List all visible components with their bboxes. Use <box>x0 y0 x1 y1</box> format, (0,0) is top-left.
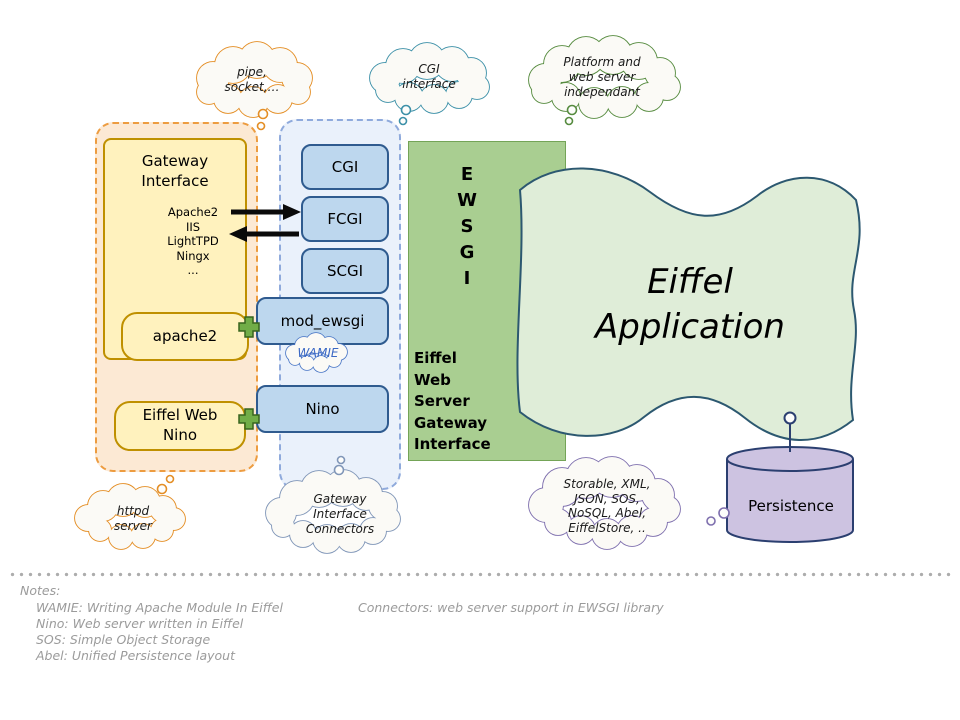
notes-connectors: Connectors: web server support in EWSGI … <box>358 600 664 615</box>
cloud-gateway-connectors-text: Gateway Interface Connectors <box>305 492 375 536</box>
persistence-label: Persistence <box>748 497 834 515</box>
cloud-cgi-interface-text: CGI interface <box>402 62 456 91</box>
thought-trail-pipe-icon <box>256 108 269 131</box>
persistence-connector-pin <box>783 411 797 452</box>
cloud-pipe-socket-text: pipe, socket,… <box>224 65 280 94</box>
apache2-label: apache2 <box>152 327 218 345</box>
cloud-platform-text: Platform and web server independant <box>563 55 641 99</box>
cgi-label: CGI <box>331 158 359 176</box>
thought-trail-cgi-icon <box>398 104 412 126</box>
cgi-connector-box <box>301 144 389 190</box>
thought-trail-httpd-icon <box>156 474 175 495</box>
notes-separator <box>8 572 954 577</box>
fcgi-connector-box <box>301 196 389 242</box>
fcgi-label: FCGI <box>327 210 363 228</box>
cloud-storage-backends-text: Storable, XML, JSON, SOS, NoSQL, Abel, E… <box>563 477 651 535</box>
cloud-wamie-text: WAMIE <box>297 346 339 360</box>
scgi-connector-box <box>301 248 389 294</box>
cloud-httpd-server-text: httpd server <box>114 504 152 533</box>
request-arrow <box>231 204 301 220</box>
eiffel-application-title: Eiffel Application <box>595 262 785 347</box>
thought-trail-storage-icon <box>706 507 730 526</box>
notes-heading: Notes: <box>20 583 61 598</box>
response-arrow <box>229 226 299 242</box>
ewsgi-full-name: Eiffel Web Server Gateway Interface <box>414 349 491 453</box>
scgi-label: SCGI <box>326 262 364 280</box>
plug-connector-nino-icon <box>238 408 260 430</box>
eiffel-web-nino-box <box>114 401 246 451</box>
eiffel-application-shape <box>516 167 861 441</box>
plug-connector-apache-icon <box>238 316 260 338</box>
apache2-box <box>121 312 249 361</box>
thought-trail-platform-icon <box>564 104 578 126</box>
persistence-cylinder <box>726 446 854 543</box>
notes-definitions: WAMIE: Writing Apache Module In Eiffel N… <box>36 600 283 663</box>
nino-label: Nino <box>305 400 340 418</box>
thought-trail-connectors-icon <box>333 455 346 476</box>
ewsgi-acronym: E W S G I <box>457 164 477 289</box>
eiffel-web-nino-label: Eiffel Web Nino <box>142 406 218 444</box>
nino-connector-box <box>256 385 389 433</box>
gateway-server-list: Apache2 IIS LightTPD Ningx ... <box>167 205 219 277</box>
mod-ewsgi-label: mod_ewsgi <box>280 312 365 330</box>
gateway-interface-title: Gateway Interface <box>141 152 209 190</box>
